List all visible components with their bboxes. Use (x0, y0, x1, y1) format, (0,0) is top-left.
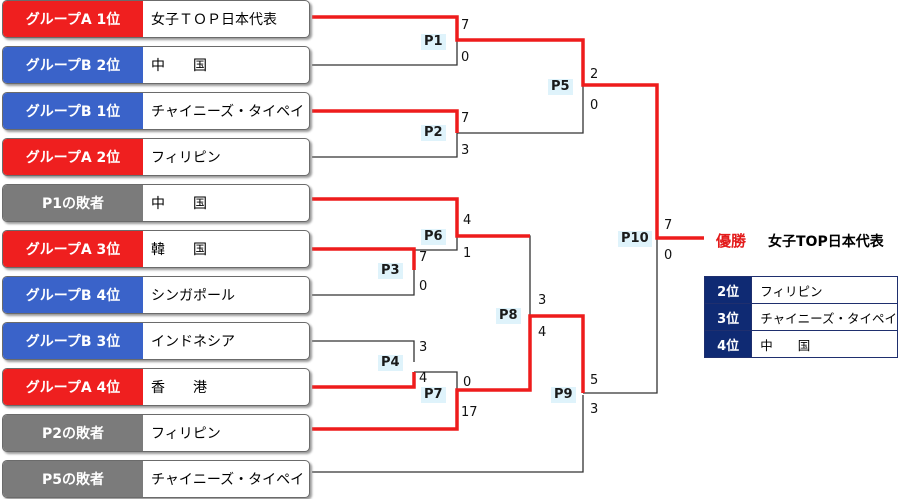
group-label: P2の敗者 (3, 415, 143, 451)
score-p1-bottom: 0 (461, 50, 470, 65)
p4-winner-line (312, 372, 416, 389)
group-label: P5の敗者 (3, 461, 143, 497)
team-name: チャイニーズ・タイペイ (151, 104, 305, 120)
champion-label: 優勝 (716, 232, 747, 250)
score-p4-top: 3 (419, 340, 428, 355)
group-label: グループA 3位 (3, 231, 143, 267)
team-slot-4: グループA 2位 フィリピン (2, 138, 310, 176)
team-slot-8: グループB 3位 インドネシア (2, 322, 310, 360)
match-label-p2: P2 (421, 125, 446, 141)
ranking-row: 3位 チャイニーズ・タイペイ (703, 303, 898, 331)
team-name: 中 国 (151, 196, 207, 212)
team-name: インドネシア (151, 334, 235, 350)
score-p5-bottom: 0 (590, 98, 599, 113)
group-label: グループB 3位 (3, 323, 143, 359)
score-p7-bottom: 17 (461, 405, 478, 420)
team-slot-10: P2の敗者 フィリピン (2, 414, 310, 452)
score-p5-top: 2 (590, 67, 599, 82)
match-label-p7: P7 (421, 387, 446, 403)
score-p6-top: 4 (463, 213, 472, 228)
rank-team-name: チャイニーズ・タイペイ (751, 303, 898, 331)
p10-loser-line (583, 238, 658, 394)
team-name: チャイニーズ・タイペイ (151, 472, 305, 488)
score-p3-top: 7 (419, 250, 428, 265)
group-label: グループA 2位 (3, 139, 143, 175)
team-slot-11: P5の敗者 チャイニーズ・タイペイ (2, 460, 310, 498)
team-name: フィリピン (151, 426, 221, 442)
p2-winner-line (312, 109, 459, 133)
rank-team-name: 中 国 (751, 330, 898, 358)
score-p2-top: 7 (461, 111, 470, 126)
match-label-p5: P5 (548, 79, 573, 95)
group-label: P1の敗者 (3, 185, 143, 221)
score-p10-bottom: 0 (664, 248, 673, 263)
ranking-table: 2位 フィリピン 3位 チャイニーズ・タイペイ 4位 中 国 (703, 276, 898, 358)
p2-loser-line (312, 133, 458, 158)
p7-loser-line (414, 371, 458, 390)
team-name: 香 港 (151, 380, 207, 396)
team-name: フィリピン (151, 150, 221, 166)
champion-path-line (312, 15, 704, 240)
team-name: 韓 国 (151, 242, 207, 258)
rank-position: 3位 (703, 303, 753, 331)
match-label-p9: P9 (551, 387, 576, 403)
p1-loser-line (312, 40, 458, 66)
p7-winner-line (312, 314, 585, 431)
team-slot-5: P1の敗者 中 国 (2, 184, 310, 222)
team-name: 中 国 (151, 58, 207, 74)
team-slot-6: グループA 3位 韓 国 (2, 230, 310, 268)
team-slot-3: グループB 1位 チャイニーズ・タイペイ (2, 92, 310, 130)
group-label: グループB 2位 (3, 47, 143, 83)
match-label-p10: P10 (618, 231, 652, 247)
p6-loser-line (414, 236, 458, 251)
score-p2-bottom: 3 (461, 143, 470, 158)
ranking-row: 4位 中 国 (703, 330, 898, 358)
score-p1-top: 7 (461, 18, 470, 33)
team-name: シンガポール (151, 288, 235, 304)
team-slot-1: グループA 1位 女子ＴＯＰ日本代表 (2, 0, 310, 38)
team-slot-9: グループA 4位 香 港 (2, 368, 310, 406)
group-label: グループB 1位 (3, 93, 143, 129)
match-label-p8: P8 (496, 308, 521, 324)
group-label: グループA 4位 (3, 369, 143, 405)
team-slot-2: グループB 2位 中 国 (2, 46, 310, 84)
match-label-p6: P6 (421, 229, 446, 245)
p4-loser-line (312, 340, 415, 362)
score-p9-top: 5 (590, 373, 599, 388)
score-p8-bottom: 4 (538, 325, 547, 340)
p3-loser-line (312, 270, 415, 296)
rank-position: 4位 (703, 330, 753, 358)
score-p3-bottom: 0 (419, 279, 428, 294)
score-p8-top: 3 (538, 293, 547, 308)
ranking-row: 2位 フィリピン (703, 276, 898, 304)
champion-name: 女子TOP日本代表 (768, 234, 884, 250)
match-label-p3: P3 (378, 263, 403, 279)
rank-position: 2位 (703, 276, 753, 304)
team-name: 女子ＴＯＰ日本代表 (151, 12, 277, 28)
score-p6-bottom: 1 (463, 246, 472, 261)
team-slot-7: グループB 4位 シンガポール (2, 276, 310, 314)
p6-winner-line (312, 197, 530, 238)
score-p9-bottom: 3 (590, 402, 599, 417)
score-p4-bottom: 4 (419, 371, 428, 386)
rank-team-name: フィリピン (751, 276, 898, 304)
group-label: グループB 4位 (3, 277, 143, 313)
p9-loser-line (312, 395, 584, 473)
group-label: グループA 1位 (3, 1, 143, 37)
p3-winner-line (312, 247, 416, 270)
score-p10-top: 7 (664, 218, 673, 233)
score-p7-top: 0 (463, 375, 472, 390)
match-label-p1: P1 (421, 34, 446, 50)
match-label-p4: P4 (378, 355, 403, 371)
p5-loser-line (457, 85, 584, 134)
